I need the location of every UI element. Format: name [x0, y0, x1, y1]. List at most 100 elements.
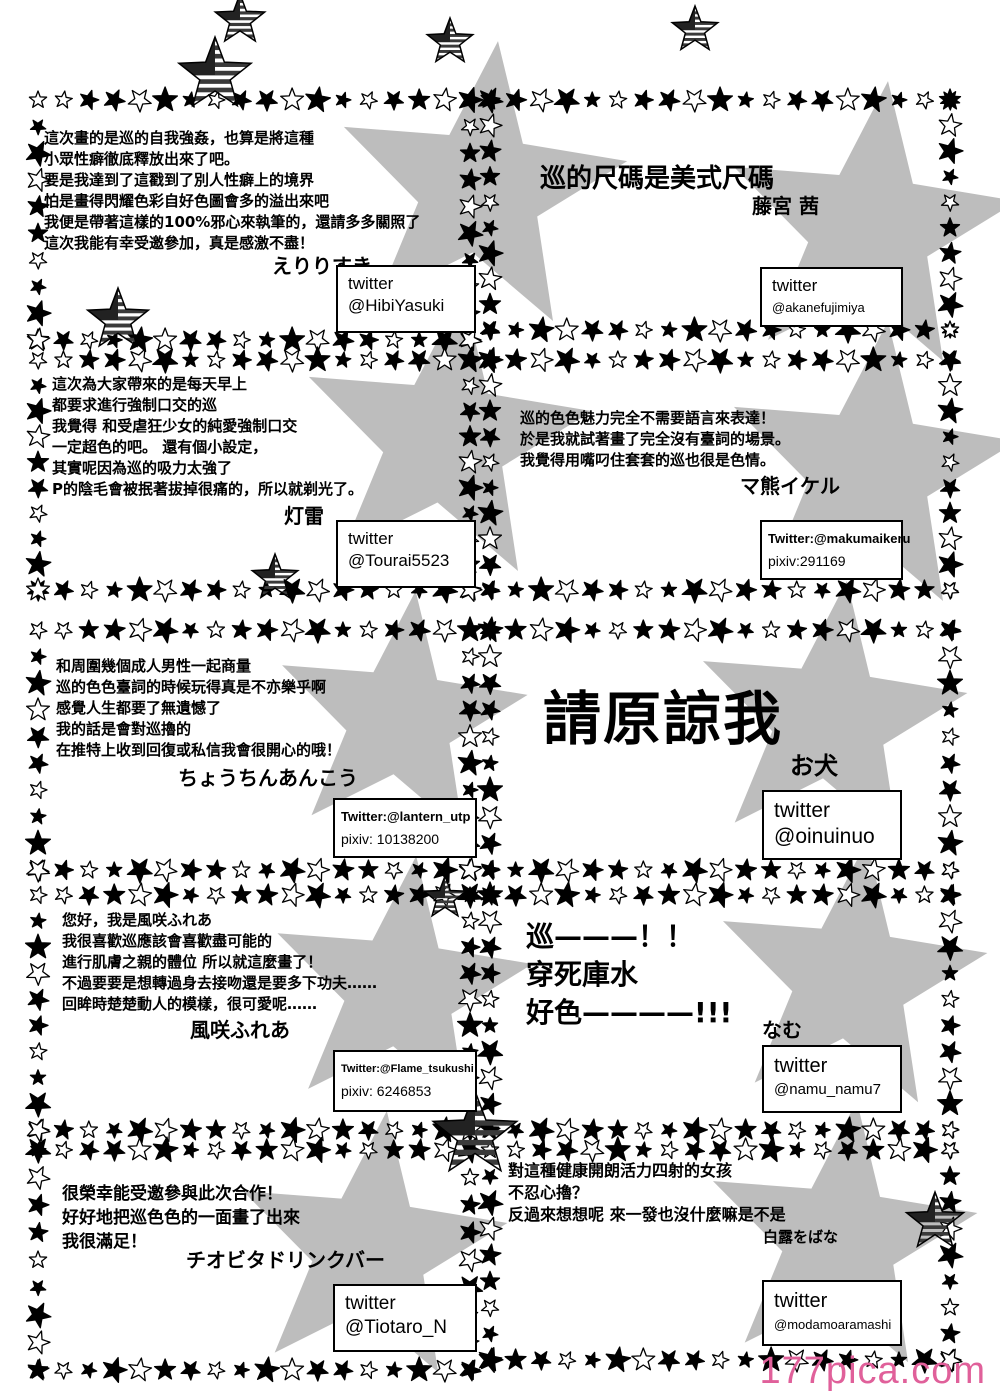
- border-star: [761, 1121, 782, 1141]
- border-star: [941, 1120, 960, 1140]
- handle-line-1: Twitter:@makumaikeru: [768, 531, 911, 546]
- border-star: [529, 882, 554, 906]
- border-star: [206, 330, 227, 351]
- border-star: [580, 1139, 605, 1163]
- border-star: [458, 425, 482, 447]
- border-star: [481, 1168, 499, 1185]
- border-star: [478, 266, 503, 291]
- border-star: [54, 859, 75, 881]
- flag-star-decoration: [425, 15, 475, 64]
- border-star: [915, 91, 935, 110]
- border-star: [681, 578, 708, 604]
- border-star: [860, 346, 887, 372]
- border-star: [938, 88, 962, 110]
- border-star: [477, 526, 503, 550]
- border-star: [258, 862, 276, 879]
- border-star: [939, 241, 962, 264]
- border-star: [410, 331, 428, 348]
- border-star: [942, 701, 959, 718]
- border-star: [408, 350, 431, 372]
- border-star: [708, 1140, 732, 1162]
- border-star: [257, 618, 279, 642]
- border-star: [384, 884, 405, 905]
- message-line: 我覺得用嘴叼住套套的巡也很是色情。: [520, 451, 776, 469]
- border-star: [127, 1117, 154, 1144]
- border-star: [279, 326, 306, 352]
- message-line: 這次我能有幸受邀參加，真是感激不盡！: [44, 234, 315, 252]
- border-star: [306, 578, 331, 603]
- border-star: [232, 580, 251, 599]
- border-star: [478, 910, 503, 934]
- message-line: 我很滿足！: [62, 1232, 147, 1252]
- border-star: [737, 91, 755, 108]
- border-star: [25, 1302, 52, 1329]
- border-star: [709, 857, 733, 883]
- border-star: [504, 618, 527, 640]
- border-star: [838, 1349, 859, 1371]
- border-star: [633, 349, 654, 370]
- border-star: [408, 1138, 431, 1161]
- border-star: [30, 377, 47, 395]
- border-star: [461, 647, 480, 666]
- border-star: [635, 1141, 652, 1158]
- border-star: [811, 90, 834, 112]
- border-star: [478, 1346, 504, 1373]
- message-line: 一定超色的吧。 還有個小設定，: [52, 438, 268, 456]
- border-star: [835, 577, 862, 604]
- border-star: [506, 1140, 526, 1159]
- border-star: [479, 1243, 502, 1266]
- border-star: [462, 781, 479, 799]
- message-line: 我覺得 和受虐狂少女的純愛強制口交: [52, 417, 298, 435]
- border-star: [477, 616, 504, 643]
- border-star: [54, 350, 73, 368]
- border-star: [25, 1092, 52, 1118]
- border-star: [555, 858, 580, 883]
- border-star: [54, 90, 73, 109]
- border-star: [55, 1140, 74, 1160]
- border-star: [815, 1121, 831, 1139]
- border-star: [231, 1141, 252, 1161]
- border-star: [479, 113, 503, 138]
- border-star: [835, 349, 860, 373]
- panel-6-title: 請原諒我: [543, 685, 784, 753]
- border-star: [79, 1120, 99, 1138]
- border-star: [609, 886, 628, 905]
- border-star: [940, 1323, 961, 1344]
- border-star: [813, 1141, 832, 1160]
- message-line: 其實呢因為巡的吸力太強了: [52, 459, 233, 477]
- handle-line-2: pixiv: 10138200: [341, 831, 440, 847]
- message-line: 我便是帶著這樣的100%邪心來執筆的，還請多多關照了: [44, 213, 421, 231]
- border-star: [938, 909, 963, 934]
- border-star: [384, 350, 405, 371]
- border-star: [941, 727, 960, 746]
- border-star: [358, 859, 379, 879]
- panel-5-handle-box: Twitter:@lantern_utp pixiv: 10138200: [333, 798, 477, 858]
- border-star: [938, 501, 962, 523]
- border-star: [530, 347, 554, 373]
- border-star: [80, 331, 99, 350]
- border-star: [305, 86, 332, 113]
- border-star: [306, 1136, 332, 1163]
- border-star: [154, 1117, 178, 1143]
- border-star: [25, 697, 51, 721]
- message-line: 好好地把巡色色的一面畫了出來: [62, 1208, 300, 1228]
- border-star: [306, 1360, 329, 1382]
- border-star: [256, 883, 279, 906]
- message-line: 進行肌膚之親的體位 所以就這麼畫了！: [62, 953, 323, 971]
- border-star: [937, 829, 964, 856]
- message-line: 巡的色色魅力完全不需要語言來表達！: [520, 409, 776, 427]
- border-star: [30, 808, 47, 825]
- border-star: [207, 1141, 226, 1160]
- border-star: [762, 350, 781, 369]
- border-star: [634, 860, 653, 878]
- border-star: [864, 1350, 883, 1369]
- border-star: [937, 292, 964, 318]
- border-star: [938, 138, 964, 165]
- border-star: [788, 1121, 807, 1140]
- border-star: [505, 348, 528, 371]
- handle-line-2: @HibiYasuki: [348, 296, 445, 315]
- border-star: [232, 860, 251, 878]
- border-star: [478, 399, 502, 421]
- border-star: [814, 582, 831, 599]
- handle-line-1: twitter: [348, 529, 394, 548]
